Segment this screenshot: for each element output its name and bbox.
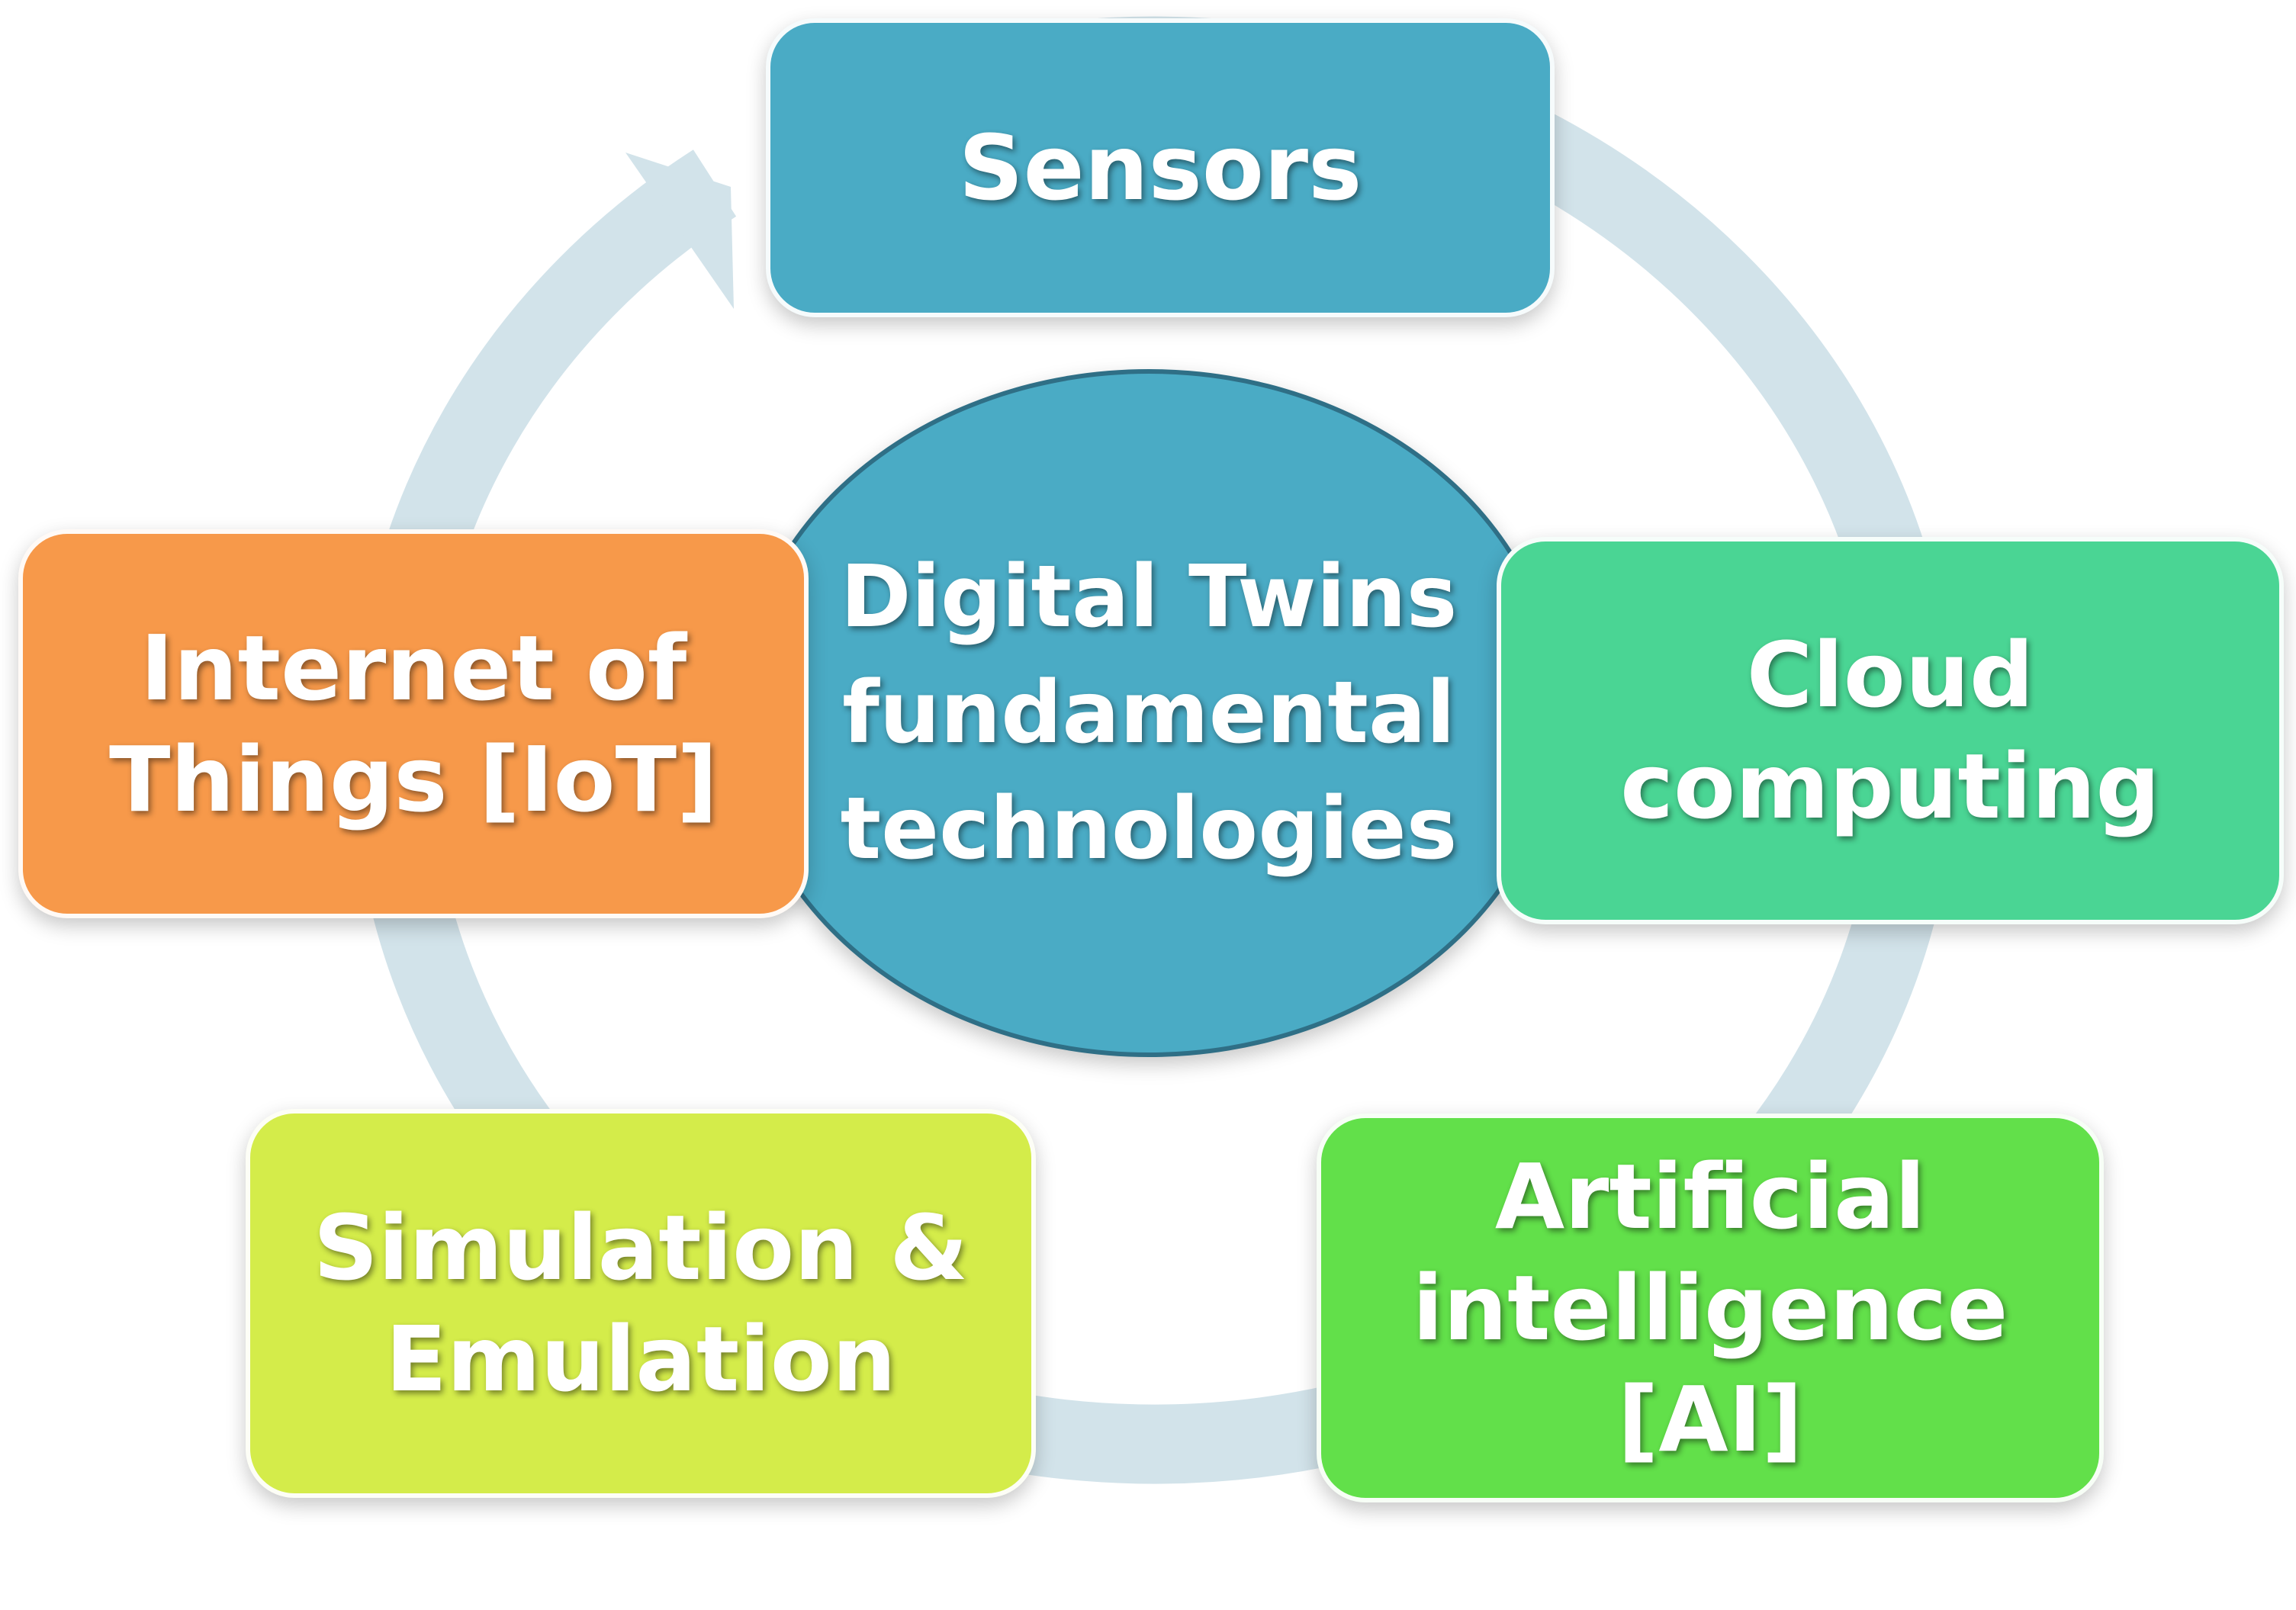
node-sensors: Sensors <box>766 18 1555 317</box>
node-internet-of-things: Internet of Things [IoT] <box>18 529 809 918</box>
center-hub-label: Digital Twins fundamental technologies <box>840 547 1458 879</box>
node-internet-of-things-label: Internet of Things [IoT] <box>108 615 719 832</box>
node-artificial-intelligence: Artificial intelligence [AI] <box>1317 1114 2104 1502</box>
center-hub-ellipse: Digital Twins fundamental technologies <box>737 369 1561 1057</box>
cycle-arrow-head <box>625 153 734 309</box>
node-simulation-emulation: Simulation & Emulation <box>246 1109 1036 1498</box>
node-cloud-computing: Cloud computing <box>1497 537 2284 924</box>
node-artificial-intelligence-label: Artificial intelligence [AI] <box>1412 1143 2008 1473</box>
node-cloud-computing-label: Cloud computing <box>1620 622 2160 839</box>
node-sensors-label: Sensors <box>958 114 1362 220</box>
node-simulation-emulation-label: Simulation & Emulation <box>313 1194 969 1412</box>
